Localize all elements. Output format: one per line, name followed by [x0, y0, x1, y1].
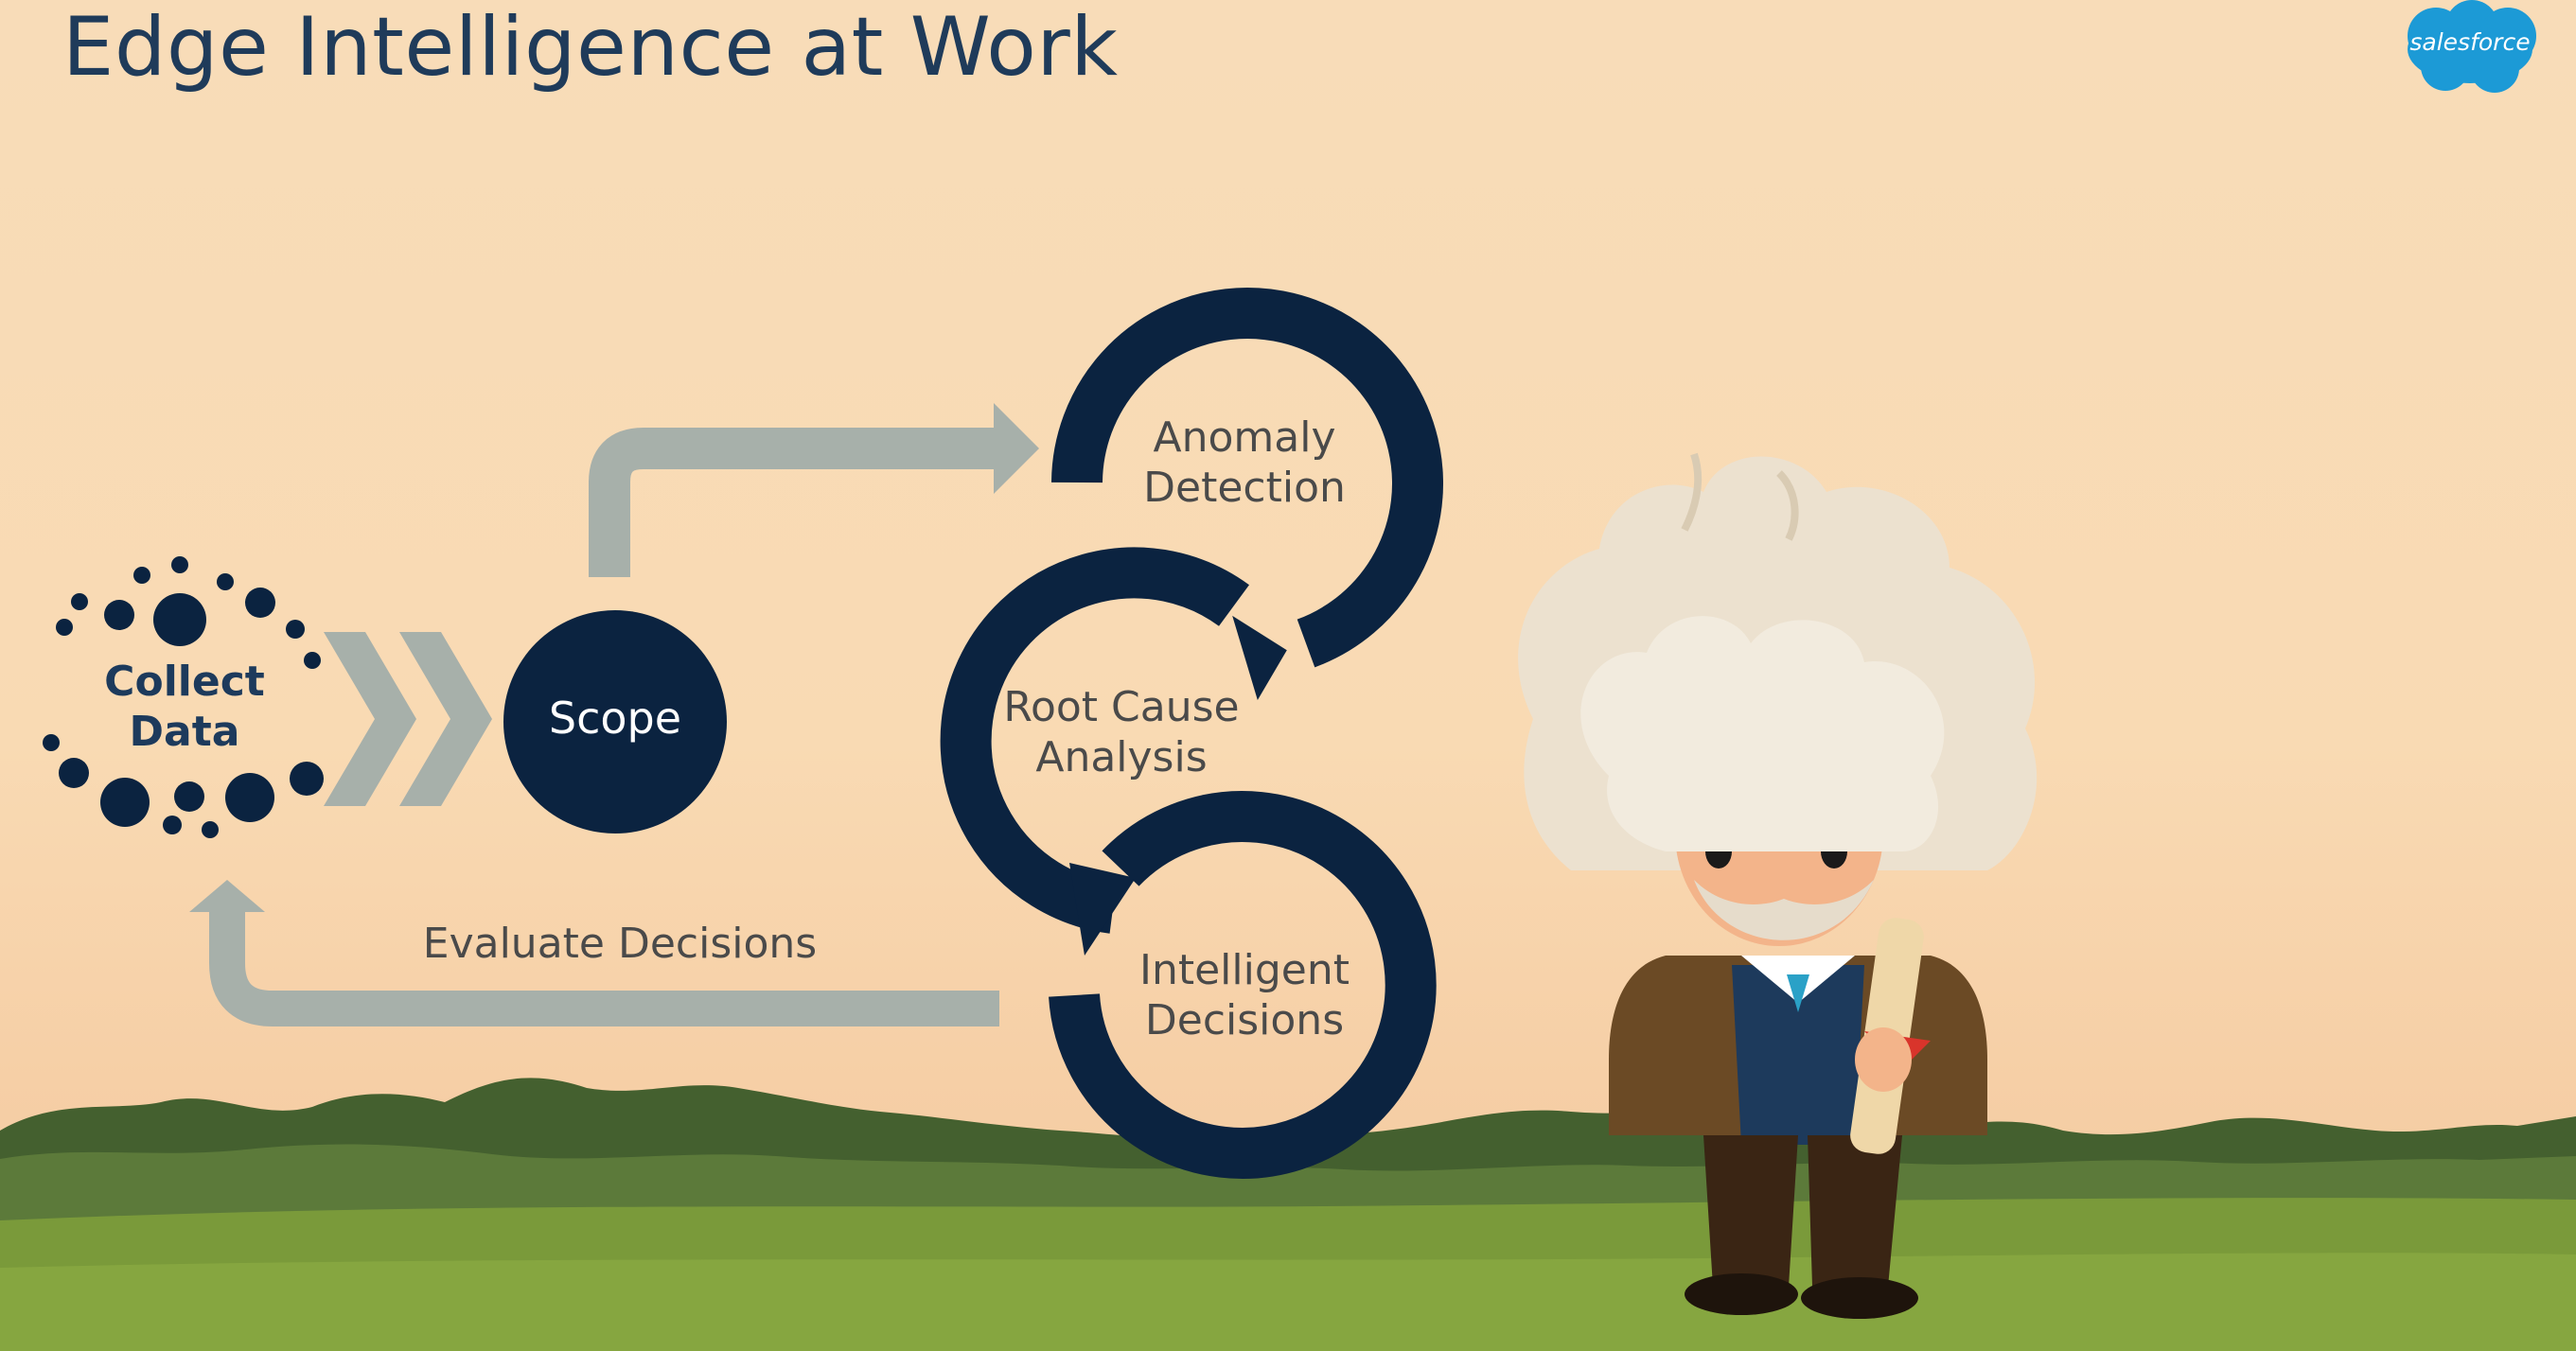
- anomaly-line1: Anomaly: [1153, 413, 1336, 462]
- intelligent-line1: Intelligent: [1139, 946, 1350, 994]
- grass-front: [0, 1253, 2576, 1351]
- cloud-icon: [2408, 0, 2536, 93]
- logo-text: salesforce: [2409, 28, 2531, 56]
- intelligent-line2: Decisions: [1144, 995, 1345, 1044]
- root-cause-line2: Analysis: [1035, 732, 1208, 781]
- chevron-icon: [324, 632, 492, 806]
- intelligent-decisions-label: Intelligent Decisions: [1088, 946, 1401, 1046]
- arrow-evaluate-return: [189, 880, 999, 1026]
- collect-line1: Collect: [104, 658, 265, 706]
- slide-title: Edge Intelligence at Work: [62, 0, 1119, 95]
- collect-line2: Data: [129, 707, 240, 756]
- root-cause-analysis-label: Root Cause Analysis: [965, 683, 1278, 783]
- dot-cluster-icon: [43, 556, 324, 838]
- anomaly-line2: Detection: [1143, 463, 1346, 512]
- anomaly-ring: [1051, 288, 1443, 701]
- scope-circle: [503, 610, 727, 833]
- collect-data-label: Collect Data: [76, 658, 293, 758]
- anomaly-detection-label: Anomaly Detection: [1088, 413, 1401, 514]
- evaluate-decisions-label: Evaluate Decisions: [422, 920, 818, 968]
- salesforce-logo: salesforce: [2398, 0, 2542, 98]
- einstein-mascot-icon: [1518, 452, 2038, 1319]
- scope-label: Scope: [548, 693, 682, 744]
- intelligent-ring: [1049, 791, 1437, 1179]
- root-cause-ring: [940, 547, 1249, 956]
- root-cause-line1: Root Cause: [1003, 683, 1240, 731]
- arrow-to-anomaly: [589, 403, 1039, 577]
